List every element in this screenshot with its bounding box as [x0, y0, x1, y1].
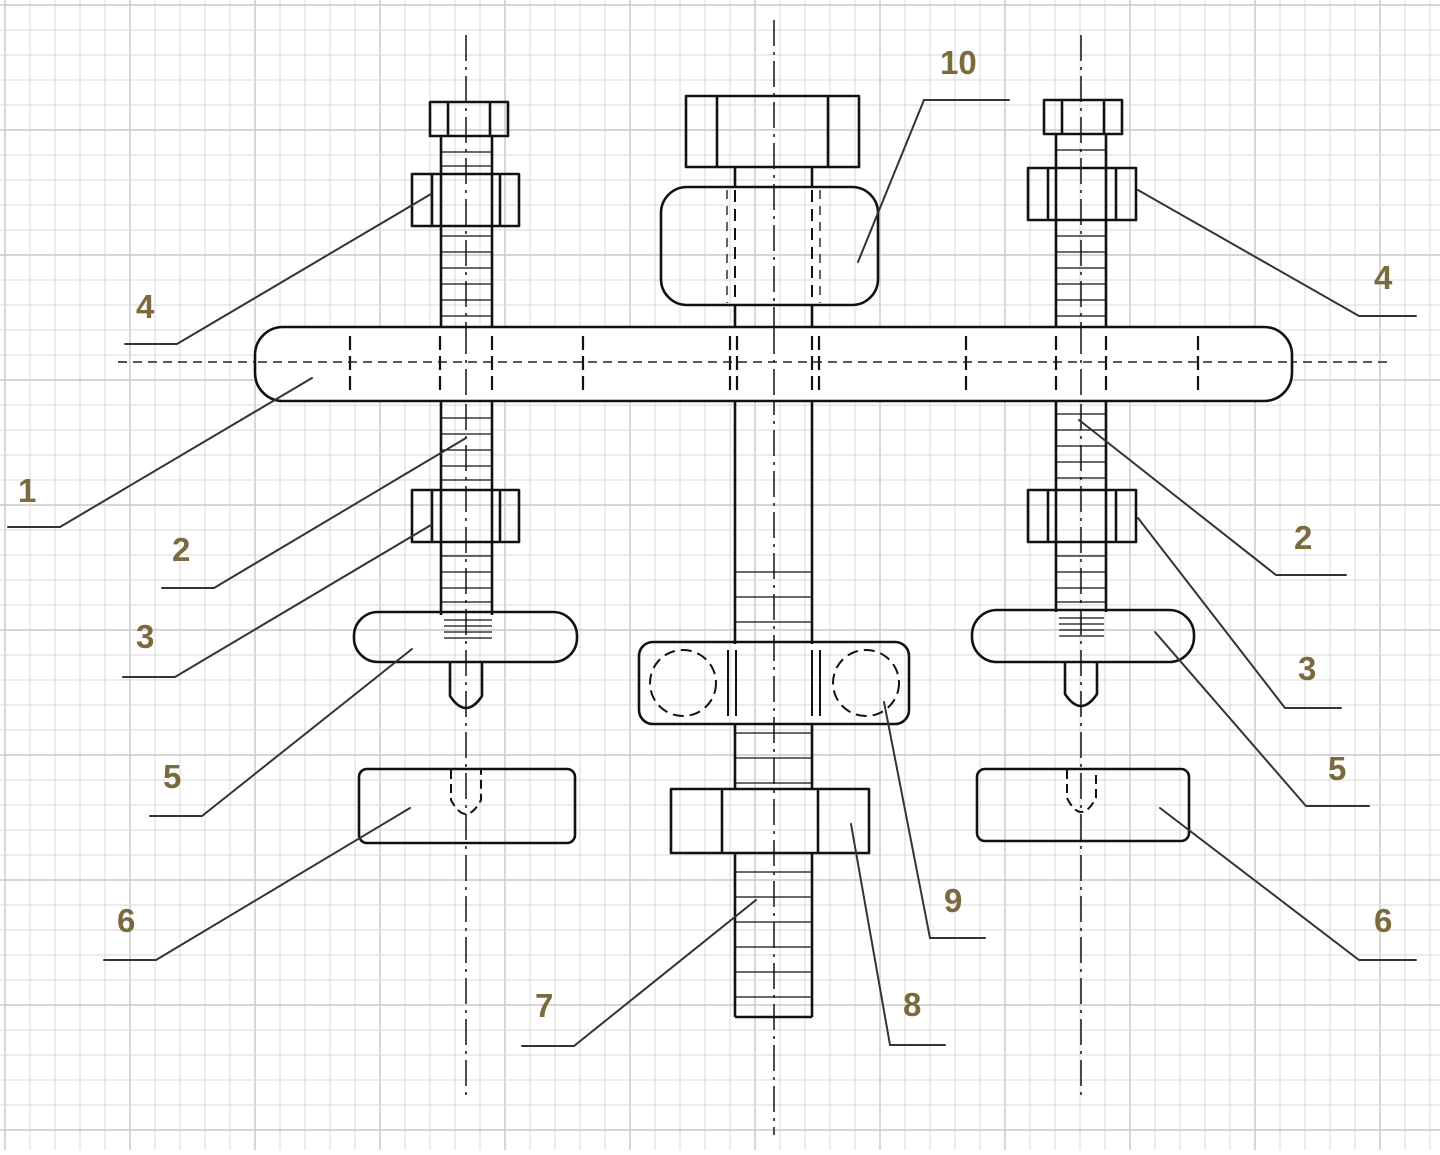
- right-support-block: [975, 767, 1191, 843]
- left-threaded-rod: [439, 136, 494, 615]
- central-screw-assembly: [637, 94, 911, 1019]
- label-1-left: 1: [18, 472, 36, 509]
- label-9: 9: [944, 882, 962, 919]
- crossbar-hole-marks: [348, 336, 1200, 394]
- leader-8: [850, 823, 946, 1046]
- leader-2-right: [1078, 419, 1347, 576]
- main-screw-shaft: [733, 167, 814, 1019]
- right-rod-top-hex-head: [1042, 98, 1124, 136]
- label-5-left: 5: [163, 758, 181, 795]
- label-8: 8: [903, 986, 921, 1023]
- leader-3-left: [122, 524, 432, 678]
- lock-nut-8: [669, 787, 871, 855]
- leader-5-right: [1154, 631, 1370, 807]
- label-2-right: 2: [1294, 519, 1312, 556]
- leader-1-left: [7, 377, 313, 528]
- left-washer: [352, 610, 579, 664]
- leader-4-left: [124, 193, 432, 345]
- crossbar-1: [253, 325, 1294, 403]
- label-5-right: 5: [1328, 750, 1346, 787]
- right-washer-thread-marks: [1059, 617, 1104, 637]
- reference-labels: 1 2 3 4 5 6 7 8 9 10 2 3 4 5 6: [18, 44, 1393, 1024]
- leader-9: [883, 701, 986, 939]
- right-threaded-rod: [1054, 134, 1108, 612]
- left-lower-nut: [410, 488, 521, 544]
- clamp-block-9: [637, 640, 911, 726]
- leader-lines: [7, 99, 1417, 1047]
- handwheel-10: [659, 185, 880, 307]
- right-rod-pin-tip: [1063, 662, 1099, 708]
- label-6-right: 6: [1374, 902, 1392, 939]
- right-rod-thread-lines: [1056, 149, 1106, 603]
- leader-2-left: [161, 437, 467, 589]
- right-support-socket: [1066, 770, 1097, 813]
- right-washer: [970, 608, 1196, 664]
- left-support-socket: [450, 770, 482, 815]
- label-4-left: 4: [136, 288, 155, 325]
- screw-top-hex-head: [684, 94, 861, 169]
- leader-7: [521, 899, 757, 1047]
- left-washer-thread-marks: [444, 619, 492, 639]
- right-lower-nut: [1026, 488, 1138, 544]
- leader-10: [857, 99, 1010, 263]
- leader-5-left: [149, 648, 413, 817]
- leader-6-left: [103, 807, 411, 961]
- right-upper-nut: [1026, 166, 1138, 222]
- label-3-left: 3: [136, 618, 154, 655]
- center-lines: [465, 20, 1082, 1135]
- label-3-right: 3: [1298, 650, 1316, 687]
- left-rod-top-hex-head: [428, 100, 510, 138]
- left-rod-assembly: [352, 100, 579, 845]
- label-2-left: 2: [172, 531, 190, 568]
- label-10: 10: [940, 44, 977, 81]
- leader-4-right: [1137, 189, 1417, 317]
- left-upper-nut: [410, 172, 521, 228]
- left-rod-pin-tip: [448, 662, 484, 710]
- leader-3-right: [1137, 517, 1342, 709]
- main-screw-thread-lines: [735, 571, 812, 998]
- leader-6-right: [1159, 807, 1417, 961]
- label-4-right: 4: [1374, 259, 1393, 296]
- label-7: 7: [535, 987, 553, 1024]
- left-rod-thread-lines: [441, 151, 492, 603]
- label-6-left: 6: [117, 902, 135, 939]
- left-support-block: [357, 767, 577, 845]
- right-rod-assembly: [970, 98, 1196, 843]
